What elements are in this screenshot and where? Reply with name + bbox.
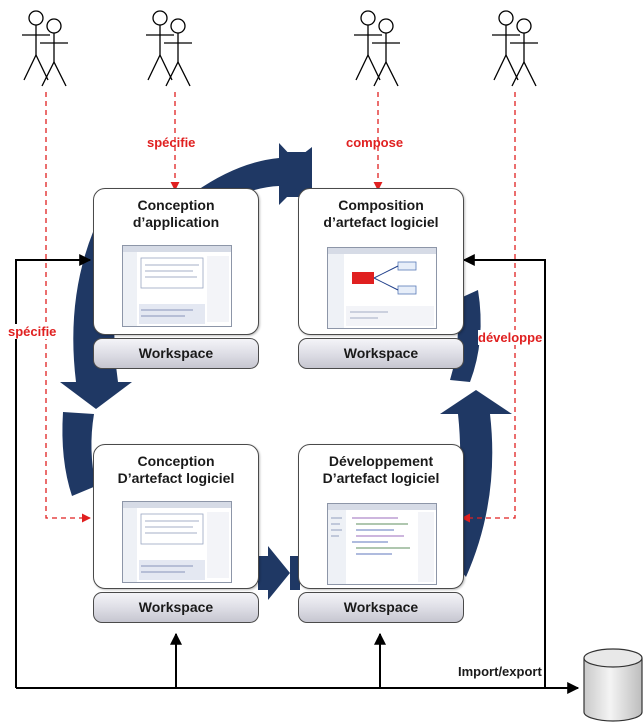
label-import-export: Import/export	[458, 664, 542, 679]
cycle-arrow-top-head	[277, 147, 312, 201]
connectors	[15, 254, 580, 694]
workspace-label: Workspace	[138, 599, 214, 615]
cycle-arrow-bottom	[258, 546, 290, 600]
actor-group-2	[146, 10, 192, 87]
box-title: Développement D’artefact logiciel	[322, 453, 440, 486]
label-specifie-top: spécifie	[147, 135, 196, 150]
box-title: Conception D’artefact logiciel	[117, 453, 235, 486]
cycle-arrow-left-lower	[62, 412, 96, 496]
label-specifie-left: spécifie	[8, 324, 57, 339]
actor-group-3	[354, 10, 400, 87]
dash-developpe	[461, 92, 516, 523]
actor-group-1	[22, 10, 68, 87]
dashed-relations	[45, 92, 516, 523]
box-conception-artefact[interactable]: Conception D’artefact logiciel	[93, 444, 259, 589]
workspace-developpement-artefact[interactable]: Workspace	[298, 592, 464, 623]
connector-left-loop	[15, 254, 92, 688]
screenshot-thumbnail	[327, 247, 437, 329]
database-icon	[583, 648, 643, 722]
workspace-conception-artefact[interactable]: Workspace	[93, 592, 259, 623]
workspace-conception-application[interactable]: Workspace	[93, 338, 259, 369]
connector-right-loop	[462, 254, 546, 688]
screenshot-thumbnail	[122, 501, 232, 583]
workspace-label: Workspace	[343, 345, 419, 361]
actors	[22, 10, 538, 87]
actor-group-4	[492, 10, 538, 87]
label-compose: compose	[346, 135, 404, 150]
box-conception-application[interactable]: Conception d’application	[93, 188, 259, 335]
workspace-label: Workspace	[138, 345, 214, 361]
screenshot-thumbnail	[122, 245, 232, 327]
label-developpe: développe	[478, 330, 543, 345]
dash-specifie-left	[45, 92, 91, 523]
workspace-label: Workspace	[343, 599, 419, 615]
box-composition-artefact[interactable]: Composition d’artefact logiciel	[298, 188, 464, 335]
box-developpement-artefact[interactable]: Développement D’artefact logiciel	[298, 444, 464, 589]
workspace-composition-artefact[interactable]: Workspace	[298, 338, 464, 369]
box-title: Composition d’artefact logiciel	[323, 197, 439, 230]
cycle-arrow-bottom-right	[290, 556, 300, 590]
screenshot-thumbnail	[327, 503, 437, 585]
box-title: Conception d’application	[132, 197, 220, 230]
